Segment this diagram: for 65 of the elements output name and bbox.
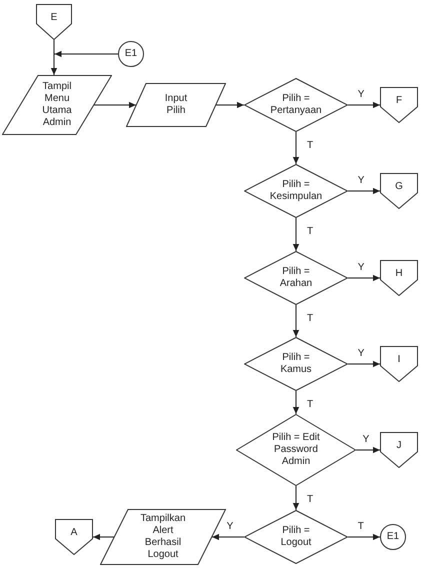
arrow [50,40,58,76]
node-label: H [395,268,403,280]
arrow [292,132,300,164]
arrow [348,534,380,540]
arrow [292,486,300,510]
io-parallelogram [2,75,112,135]
arrow [348,102,380,108]
arrow [292,304,300,338]
arrow [348,360,380,368]
arrow [216,102,244,108]
edge-label: Y [356,262,366,273]
edge-label: T [356,521,365,532]
edge-label: Y [356,89,366,100]
node-label: G [395,180,403,193]
node-label: Tampilkan Alert Berhasil Logout [139,513,187,561]
arrow [292,218,300,252]
node-label: Pilih = Edit Password Admin [271,432,321,468]
io-parallelogram [100,509,226,565]
node-label: F [396,94,402,107]
arrow [54,50,118,58]
edge-label: Y [356,348,366,359]
decision-diamond [244,251,348,305]
node-label: E1 [386,531,400,543]
node-label: E1 [124,48,138,60]
arrow [94,102,136,108]
node-label: Pilih = Logout [280,525,312,549]
decision-diamond [236,414,356,486]
edge-label: T [306,140,314,151]
io-parallelogram [126,83,226,127]
node-label: Pilih = Arahan [278,266,314,290]
arrow [356,446,380,454]
node-label: Pilih = Kesimpulan [268,179,324,203]
off-page-connector [380,87,418,123]
connector-circle [118,41,144,67]
node-label: Pilih = Pertanyaan [269,93,323,117]
decision-diamond [244,164,348,218]
node-label: E [50,12,58,24]
connector-circle [380,524,406,550]
node-label: J [396,440,402,452]
decision-diamond [244,78,348,132]
arrow [212,534,244,540]
decision-diamond [244,337,348,391]
arrow [348,188,380,194]
node-label: I [398,354,400,366]
edge-label: T [306,313,314,324]
edge-label: Y [226,521,234,532]
node-label: Pilih = Kamus [279,352,313,376]
edge-label: Y [356,175,366,186]
arrow [92,534,114,540]
off-page-connector [380,173,418,209]
node-label: Tampil Menu Utama Admin [41,81,73,129]
off-page-connector [36,4,72,40]
edge-label: Y [362,434,370,445]
arrow [292,390,300,414]
decision-diamond [244,510,348,564]
edge-label: T [306,399,314,410]
node-label: A [70,526,78,539]
off-page-connector [380,346,418,382]
off-page-connector [55,519,93,555]
arrow [348,274,380,282]
off-page-connector [380,260,418,296]
edge-label: T [306,226,314,237]
edge-label: T [306,494,314,505]
node-label: Input Pilih [164,93,188,117]
off-page-connector [380,432,418,468]
